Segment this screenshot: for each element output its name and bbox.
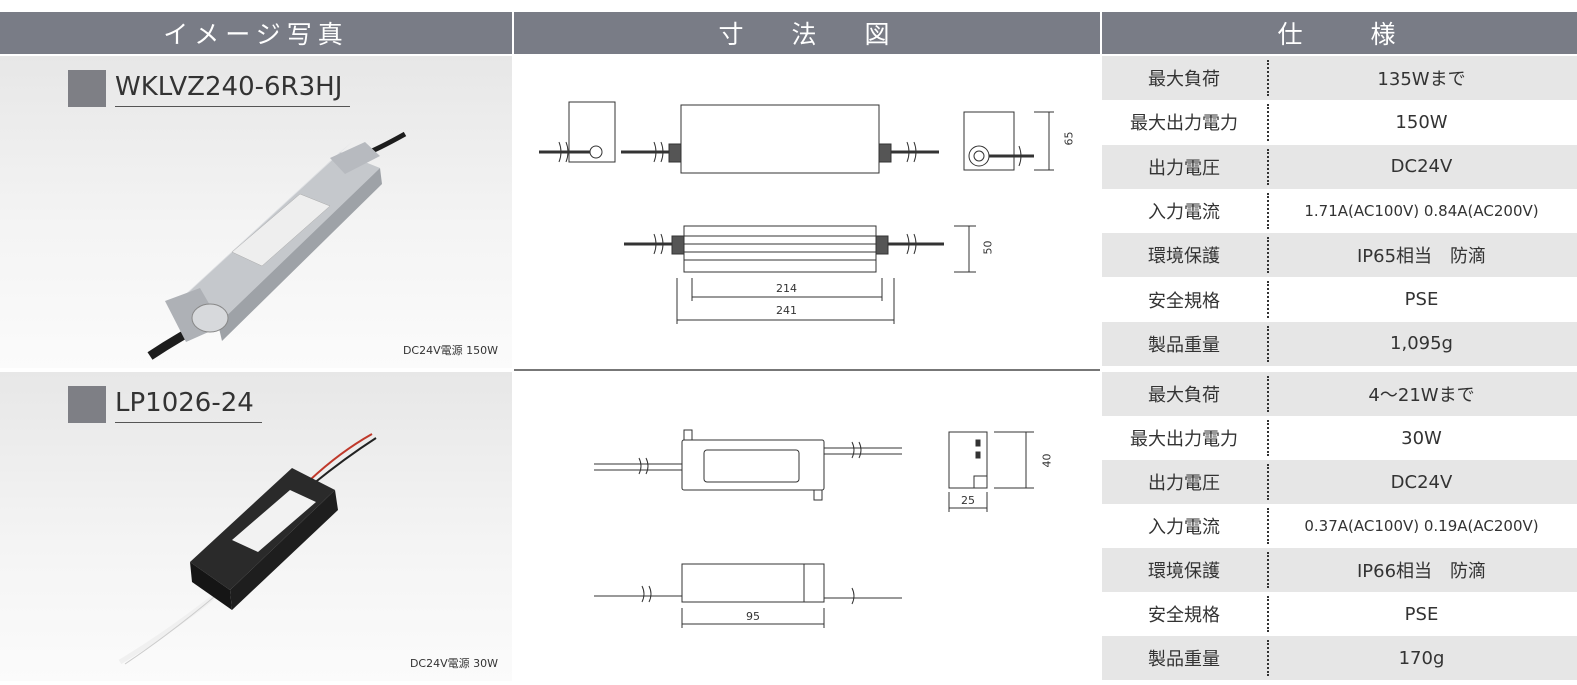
spec-label: 環境保護 (1102, 548, 1269, 592)
spec-row: 出力電圧 DC24V (1102, 144, 1577, 189)
spec-value: 1,095g (1390, 333, 1453, 355)
product-photo-2: LP1026-24 DC24V電源 30W (0, 372, 512, 681)
spec-label: 入力電流 (1102, 189, 1269, 233)
model-name: WKLVZ240-6R3HJ (115, 70, 351, 107)
dim-width: 25 (961, 494, 975, 507)
product-photo-1: WKLVZ240-6R3HJ DC24V電源 150W (0, 56, 512, 368)
row-separator (514, 369, 1100, 371)
spec-value: 170g (1398, 647, 1445, 669)
dim-length-outer: 241 (776, 304, 797, 317)
dim-height: 40 (1040, 453, 1054, 468)
spec-value: IP65相当 防滴 (1356, 246, 1487, 268)
spec-row: 安全規格 PSE (1102, 592, 1577, 636)
spec-value: 4〜21Wまで (1368, 385, 1475, 406)
spec-label: 最大負荷 (1102, 372, 1269, 416)
spec-table-2: 最大負荷 4〜21Wまで 最大出力電力 30W 出力電圧 DC24V 入力電流 0.37… (1102, 372, 1577, 680)
spec-label: 最大負荷 (1102, 56, 1269, 100)
spec-row: 入力電流 1.71A(AC100V) 0.84A(AC200V) (1102, 188, 1577, 234)
spec-value: 150W (1395, 111, 1448, 133)
spec-label: 出力電圧 (1102, 145, 1269, 189)
spec-label: 入力電流 (1102, 504, 1269, 548)
spec-label: 安全規格 (1102, 592, 1269, 636)
spec-label: 環境保護 (1102, 233, 1269, 277)
spec-label: 出力電圧 (1102, 460, 1269, 504)
spec-row: 最大出力電力 30W (1102, 416, 1577, 460)
spec-row: 最大負荷 135Wまで (1102, 56, 1577, 101)
header-dimensions: 寸 法 図 (514, 12, 1100, 54)
spec-row: 製品重量 170g (1102, 636, 1577, 680)
dim-length-inner: 214 (776, 282, 797, 295)
dim-length: 95 (746, 610, 760, 623)
spec-row: 環境保護 IP65相当 防滴 (1102, 233, 1577, 278)
spec-value: 30W (1401, 427, 1442, 449)
spec-value: IP66相当 防滴 (1356, 561, 1487, 582)
spec-label: 製品重量 (1102, 636, 1269, 680)
header-image-photo: イメージ写真 (0, 12, 512, 54)
spec-value: 0.37A(AC100V) 0.19A(AC200V) (1304, 517, 1539, 535)
header-specifications: 仕 様 (1102, 12, 1577, 54)
spec-value: PSE (1404, 603, 1439, 625)
model-marker (68, 70, 106, 107)
spec-value: PSE (1404, 289, 1439, 311)
spec-label: 安全規格 (1102, 277, 1269, 321)
model-badge-1: WKLVZ240-6R3HJ (68, 70, 351, 107)
dimension-drawing-2: 40 25 95 (514, 372, 1100, 681)
dim-height-top: 65 (1062, 131, 1076, 146)
power-supply-image-2 (118, 433, 377, 665)
spec-row: 環境保護 IP66相当 防滴 (1102, 548, 1577, 592)
spec-label: 最大出力電力 (1102, 100, 1269, 144)
power-supply-image-1 (147, 131, 407, 360)
spec-label: 製品重量 (1102, 322, 1269, 366)
spec-table-1: 最大負荷 135Wまで 最大出力電力 150W 出力電圧 DC24V 入力電流 1.71… (1102, 56, 1577, 367)
spec-value: 1.71A(AC100V) 0.84A(AC200V) (1304, 202, 1539, 221)
spec-row: 製品重量 1,095g (1102, 321, 1577, 367)
photo-caption: DC24V電源 150W (402, 344, 498, 357)
spec-row: 出力電圧 DC24V (1102, 460, 1577, 504)
spec-value: DC24V (1390, 156, 1453, 178)
model-name: LP1026-24 (115, 386, 262, 423)
spec-value: DC24V (1390, 471, 1453, 493)
spec-row: 入力電流 0.37A(AC100V) 0.19A(AC200V) (1102, 504, 1577, 548)
model-badge-2: LP1026-24 (68, 386, 262, 423)
dimension-drawing-1: 65 50 214 241 (514, 56, 1100, 368)
model-marker (68, 386, 106, 423)
spec-row: 最大出力電力 150W (1102, 100, 1577, 145)
dim-height-side: 50 (981, 240, 995, 255)
spec-label: 最大出力電力 (1102, 416, 1269, 460)
spec-row: 最大負荷 4〜21Wまで (1102, 372, 1577, 416)
spec-row: 安全規格 PSE (1102, 277, 1577, 322)
photo-caption: DC24V電源 30W (409, 657, 498, 670)
spec-value: 135Wまで (1377, 69, 1466, 91)
